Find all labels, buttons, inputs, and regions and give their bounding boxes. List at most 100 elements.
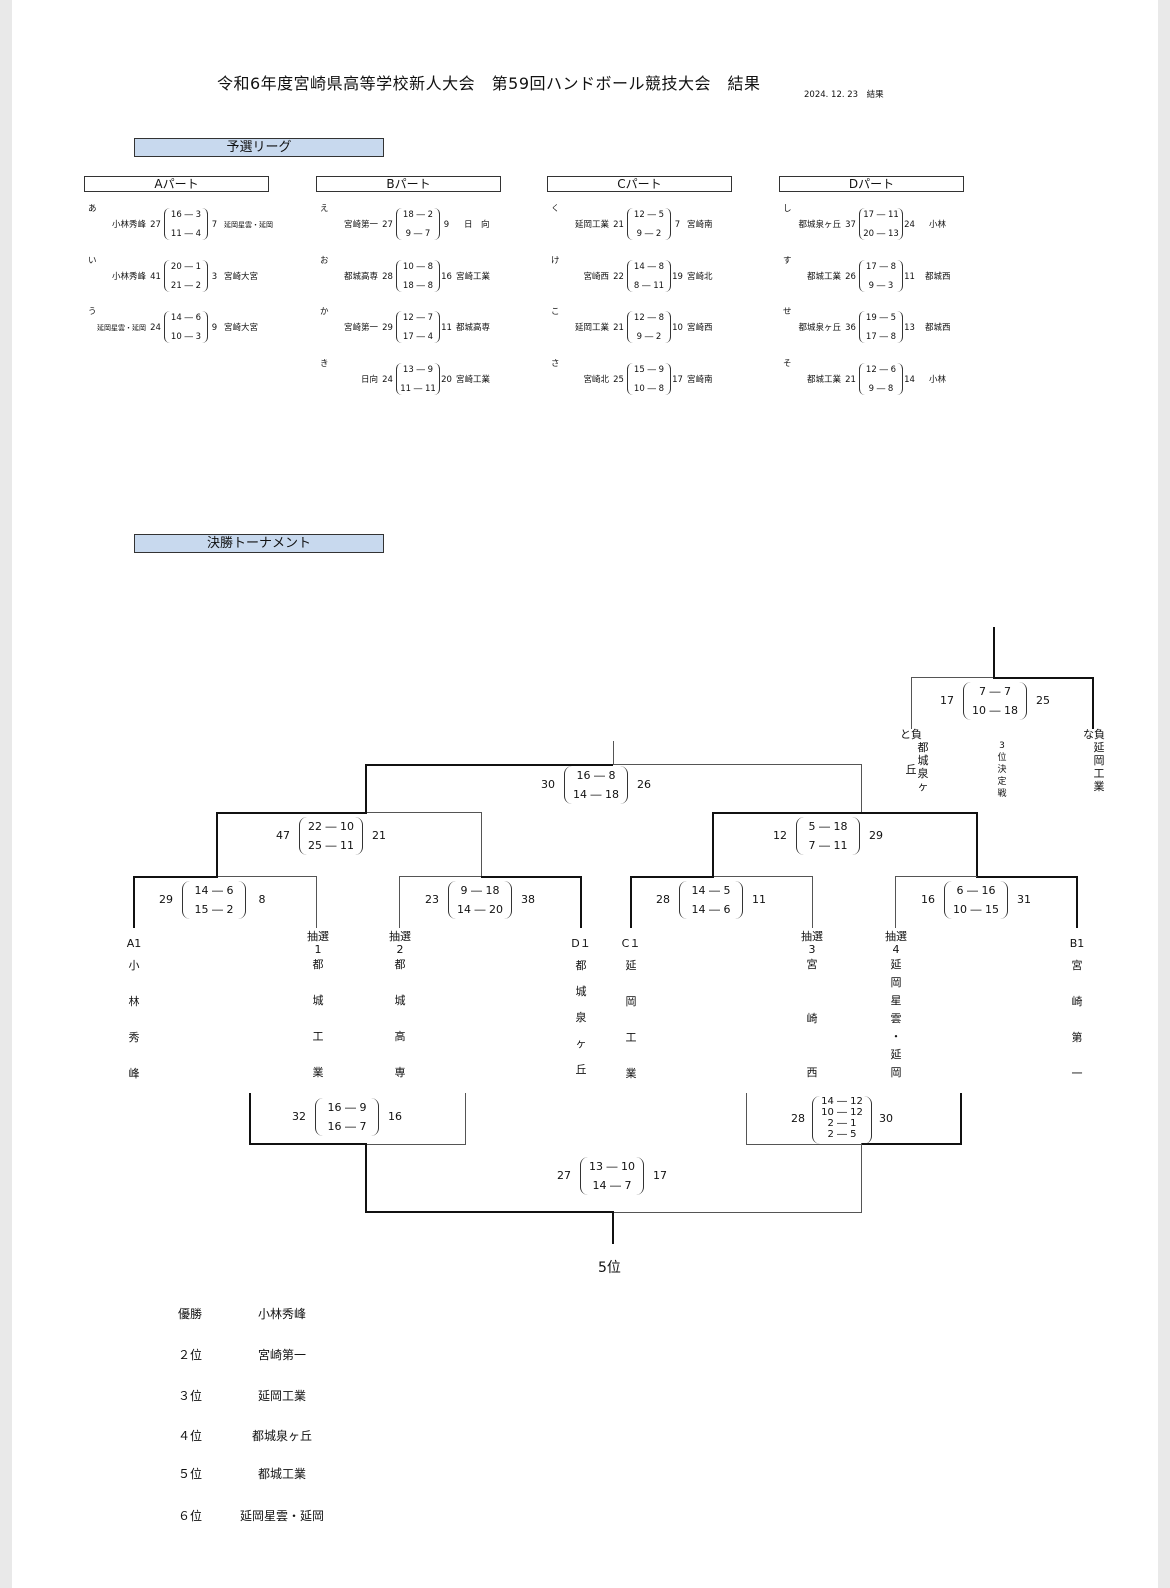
team-char: 業 xyxy=(312,1066,324,1079)
label-char: 決 xyxy=(997,765,1007,775)
label-text: な負 xyxy=(1083,728,1105,741)
bracket-line xyxy=(365,1211,614,1213)
team-char: 工 xyxy=(1093,767,1105,780)
score-right: 19 xyxy=(672,272,683,282)
bracket-line xyxy=(580,876,582,928)
score-right: 7 xyxy=(674,220,681,230)
team-char: 宮 xyxy=(806,958,818,971)
team-right: 小林 xyxy=(929,375,947,385)
team-left: 延岡星雲・延岡 xyxy=(97,324,146,332)
rank-label: ３位 xyxy=(177,1389,202,1403)
team-char: 秀 xyxy=(128,1031,140,1044)
score-left: 16 xyxy=(921,893,935,906)
team-char: 崎 xyxy=(806,1012,818,1025)
first-half: 16 ― 9 xyxy=(327,1101,367,1114)
team-char: 西 xyxy=(806,1066,818,1079)
bracket-line xyxy=(249,1093,251,1145)
score-right: 31 xyxy=(1017,893,1031,906)
score-left: 28 xyxy=(382,272,393,282)
team-char: 都 xyxy=(312,958,324,971)
second-half: 10 ― 3 xyxy=(170,332,202,342)
rank-team: 延岡星雲・延岡 xyxy=(239,1509,324,1523)
score-left: 21 xyxy=(613,220,624,230)
rank-team: 都城泉ヶ丘 xyxy=(251,1429,312,1443)
bracket-line xyxy=(481,876,582,878)
team-char: 延 xyxy=(890,1048,902,1061)
team-char: 城 xyxy=(917,754,929,767)
team-left: 都城工業 xyxy=(806,375,841,385)
team-char: 峰 xyxy=(128,1067,140,1080)
page-title: 令和6年度宮崎県高等学校新人大会 第59回ハンドボール競技大会 結果 xyxy=(217,74,761,93)
score-right: 21 xyxy=(372,829,386,842)
match-label: そ xyxy=(783,359,792,369)
match-label: け xyxy=(551,256,560,266)
period-score: 2 ― 5 xyxy=(827,1129,857,1140)
team-right: 宮崎北 xyxy=(687,272,713,282)
score-right: 3 xyxy=(211,272,218,282)
bracket-line xyxy=(249,1143,367,1145)
label-char: 戦 xyxy=(997,789,1007,799)
second-half: 9 ― 7 xyxy=(405,229,431,239)
score-left: 26 xyxy=(845,272,856,282)
team-right: 延岡星雲・延岡 xyxy=(224,221,273,229)
score-left: 22 xyxy=(613,272,624,282)
score-right: 13 xyxy=(904,323,915,333)
team-char: 岡 xyxy=(890,1066,902,1079)
label-char: 位 xyxy=(997,753,1007,763)
team-char: 都 xyxy=(394,958,406,971)
team-char: 都 xyxy=(575,959,587,972)
bracket-line xyxy=(712,812,977,814)
second-half: 9 ― 3 xyxy=(868,281,894,291)
report-date: 2024. 12. 23 結果 xyxy=(804,90,884,100)
team-left: 小林秀峰 xyxy=(111,272,146,282)
part-d-header: Dパート xyxy=(779,176,964,192)
bracket-line xyxy=(861,1143,962,1145)
third-right-team: な負 延 岡 工 業 xyxy=(1080,728,1108,793)
team-left: 都城工業 xyxy=(806,272,841,282)
team-draw3: 抽選 3 宮 崎 西 xyxy=(799,930,825,1079)
bracket-line xyxy=(365,764,367,814)
score-right: 20 xyxy=(441,375,452,385)
second-half: 8 ― 11 xyxy=(633,281,665,291)
second-half: 9 ― 8 xyxy=(868,384,894,394)
second-half: 25 ― 11 xyxy=(308,839,354,852)
second-half: 14 ― 18 xyxy=(573,788,619,801)
seed-label: 抽選 4 xyxy=(885,930,907,956)
team-left: 都城高専 xyxy=(343,272,378,282)
first-half: 10 ― 8 xyxy=(402,262,434,272)
team-char: 工 xyxy=(625,1031,637,1044)
team-right: 都城西 xyxy=(925,272,951,282)
score-left: 29 xyxy=(382,323,393,333)
score-right: 9 xyxy=(211,323,218,333)
score-left: 36 xyxy=(845,323,856,333)
team-char: 専 xyxy=(394,1066,406,1079)
score-right: 10 xyxy=(672,323,683,333)
team-right: 宮崎西 xyxy=(687,323,713,333)
team-left: 宮崎第一 xyxy=(343,323,378,333)
team-char: 雲 xyxy=(890,1012,902,1025)
bracket-line xyxy=(993,627,995,679)
team-char: 岡 xyxy=(890,976,902,989)
seed-label: 抽選 1 xyxy=(307,930,329,956)
team-left: 延岡工業 xyxy=(574,220,609,230)
score-left: 21 xyxy=(845,375,856,385)
team-right: 小林 xyxy=(929,220,947,230)
team-char: ヶ xyxy=(575,1037,587,1050)
